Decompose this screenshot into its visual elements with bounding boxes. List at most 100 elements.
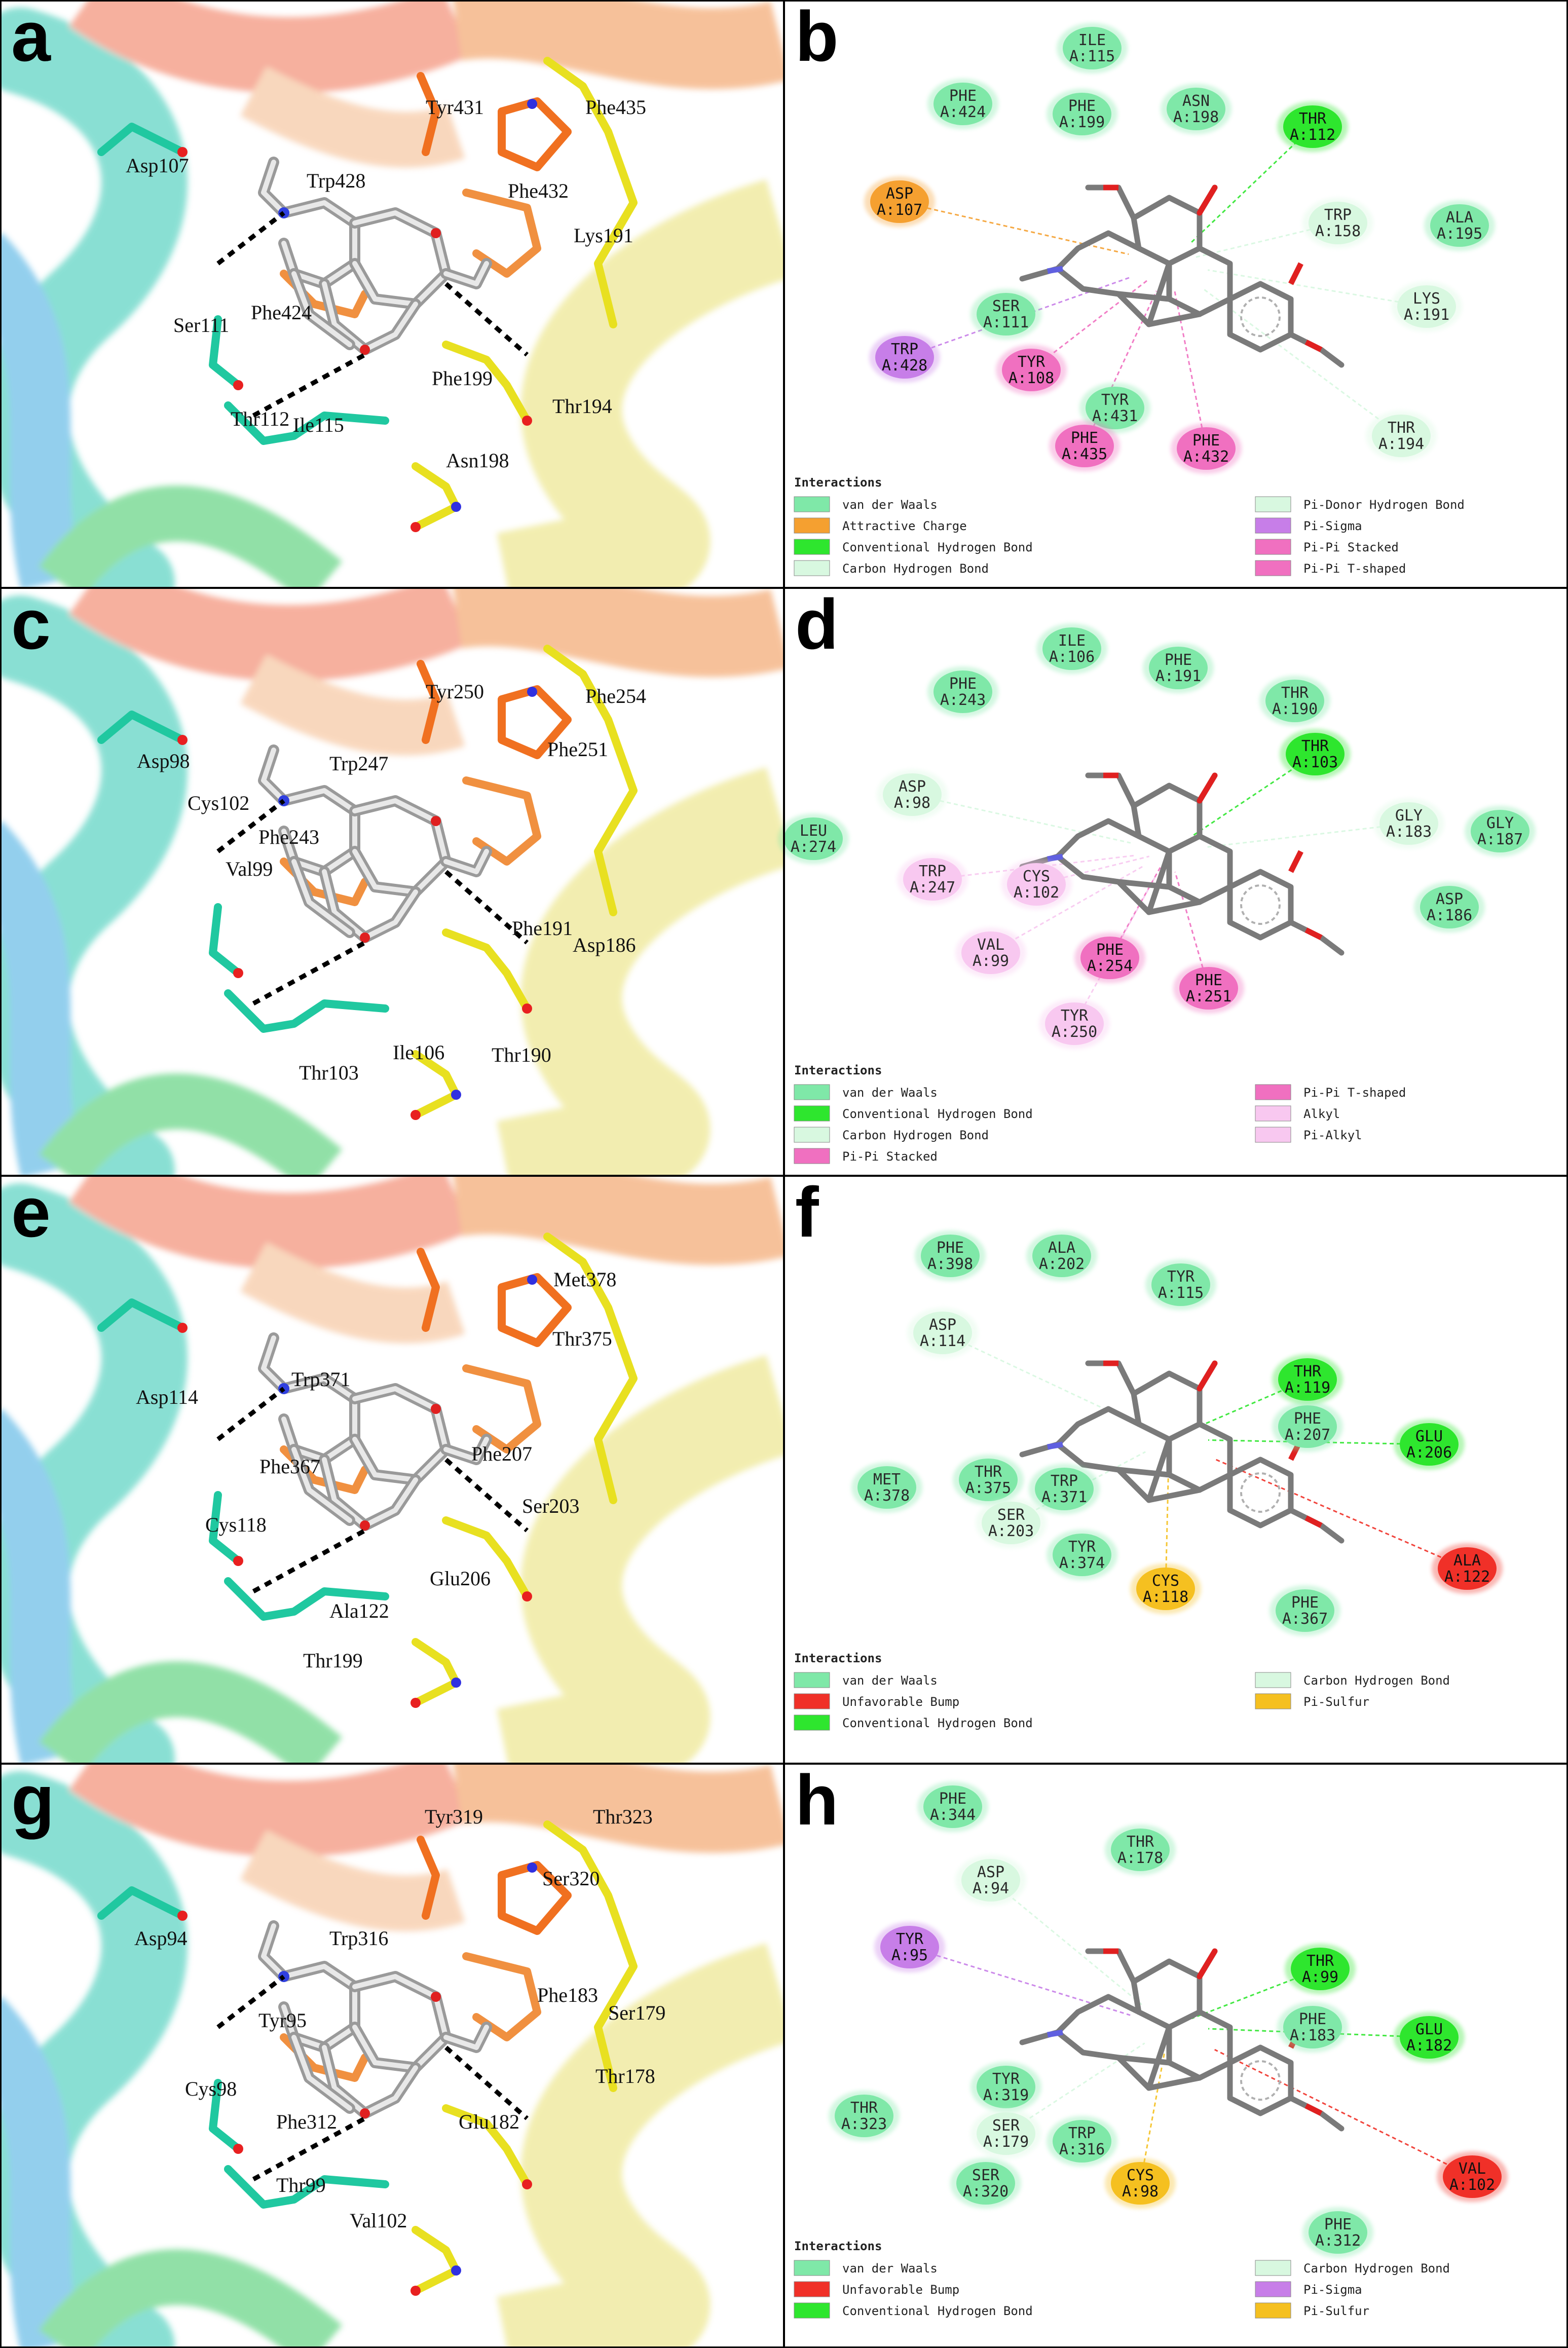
legend-label: Pi-Donor Hydrogen Bond — [1303, 498, 1465, 512]
residue-label: Thr99 — [276, 2174, 326, 2196]
legend-swatch — [1255, 2260, 1291, 2276]
legend-swatch — [1255, 2281, 1291, 2297]
legend-label: Pi-Sigma — [1303, 2283, 1362, 2297]
residue-id: A:179 — [983, 2133, 1029, 2151]
residue-stick — [462, 189, 541, 278]
legend-swatch — [1255, 517, 1291, 534]
residue-id: A:250 — [1052, 1023, 1097, 1041]
oxygen-atom — [410, 2286, 421, 2296]
ligand — [258, 744, 492, 943]
helix-red — [69, 588, 472, 681]
residue-name: TRP — [919, 863, 946, 880]
residue-name: THR — [850, 2099, 878, 2117]
residue-name: LEU — [800, 822, 827, 840]
ligand-bond-highlight — [261, 748, 286, 803]
residue-name: PHE — [1324, 2216, 1352, 2233]
residue-name: ALA — [1453, 1552, 1481, 1570]
residue-name: THR — [975, 1463, 1002, 1481]
residue-disc — [1080, 937, 1139, 979]
residue-stick — [543, 645, 638, 916]
residue-name: ILE — [1078, 31, 1106, 49]
ligand-2d — [1019, 772, 1345, 956]
interaction-line — [1213, 1458, 1468, 1570]
residue-name: TRP — [1324, 206, 1352, 224]
legend-title: Interactions — [794, 1063, 882, 1077]
legend-swatch — [794, 1084, 830, 1100]
residue-id: A:371 — [1041, 1488, 1087, 1506]
residue-id: A:106 — [1049, 648, 1095, 666]
hydrogen-bond-dash — [444, 282, 529, 357]
residue-name: ASN — [1182, 92, 1210, 110]
legend-label: Conventional Hydrogen Bond — [842, 2304, 1033, 2318]
residue-label: Ser179 — [608, 2001, 665, 2024]
residue-id: A:107 — [877, 201, 922, 219]
legend-swatch — [1255, 1084, 1291, 1100]
residue-name: ALA — [1048, 1239, 1075, 1257]
residue-id: A:102 — [1449, 2176, 1495, 2194]
legend-swatch — [794, 1693, 830, 1709]
residue-label: Met378 — [553, 1268, 616, 1291]
residue-name: THR — [1127, 1833, 1154, 1851]
residue-id: A:198 — [1173, 108, 1219, 126]
legend-label: van der Waals — [842, 2261, 938, 2276]
helix-red — [69, 0, 472, 93]
residue-name: TYR — [896, 1930, 924, 1948]
residue-id: A:319 — [983, 2086, 1029, 2104]
interaction-line — [1036, 855, 1150, 885]
oxygen-atom — [522, 2179, 532, 2189]
residue-id: A:186 — [1427, 907, 1472, 924]
phenol-oxygen — [1288, 850, 1303, 873]
ligand-oxygen — [360, 1520, 370, 1531]
residue-disc — [875, 336, 934, 379]
residue-label: Val99 — [226, 858, 273, 880]
residue-label: Phe199 — [432, 367, 493, 390]
residue-disc — [961, 1859, 1020, 1902]
ketone-oxygen — [1197, 772, 1218, 804]
ligand-oxygen — [431, 1404, 441, 1414]
residue-id: A:94 — [973, 1880, 1009, 1897]
residue-id: A:99 — [973, 952, 1009, 970]
nitrogen-atom — [451, 2265, 461, 2276]
residue-label: Ser111 — [173, 314, 229, 337]
residue-disc — [1420, 886, 1479, 928]
ligand-2d — [1019, 184, 1345, 368]
helix-yellow — [497, 179, 784, 588]
nitrogen-atom — [527, 1862, 537, 1873]
ligand — [258, 1920, 492, 2119]
residue-name: ASP — [977, 1864, 1004, 1881]
legend-swatch — [794, 1148, 830, 1164]
residue-disc — [1397, 285, 1456, 328]
residue-name: PHE — [1294, 1410, 1321, 1428]
residue-id: A:191 — [1404, 306, 1449, 324]
residue-id: A:203 — [988, 1522, 1034, 1540]
helix-background — [0, 1176, 784, 1764]
residue-stick — [417, 72, 440, 156]
residue-label: Trp371 — [291, 1368, 350, 1391]
residue-label: Phe251 — [547, 738, 608, 761]
residue-id: A:98 — [894, 794, 930, 812]
ligand-2d-bond — [1146, 260, 1172, 327]
legend-label: Pi-Pi T-shaped — [1303, 562, 1406, 576]
residue-name: PHE — [949, 87, 977, 105]
ligand-oxygen — [431, 816, 441, 826]
legend-swatch — [794, 517, 830, 534]
residue-name: PHE — [949, 675, 977, 693]
residue-name: TYR — [1018, 353, 1046, 371]
residue-label: Phe432 — [508, 179, 569, 202]
